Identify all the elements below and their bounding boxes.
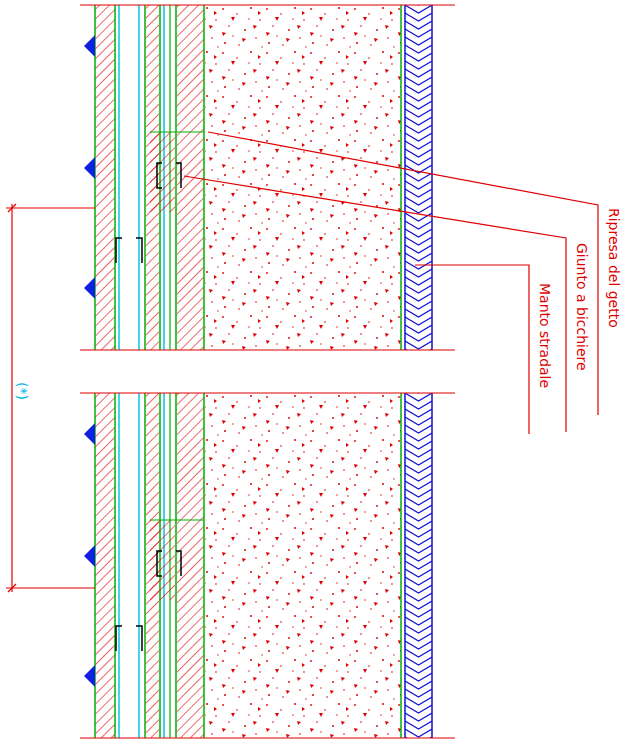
callout-label: Manto stradale — [537, 283, 553, 388]
callout-label: Ripresa del getto — [606, 208, 622, 328]
callout-label: Giunto a bicchiere — [574, 243, 590, 371]
dimension-note: (*) — [14, 382, 30, 400]
